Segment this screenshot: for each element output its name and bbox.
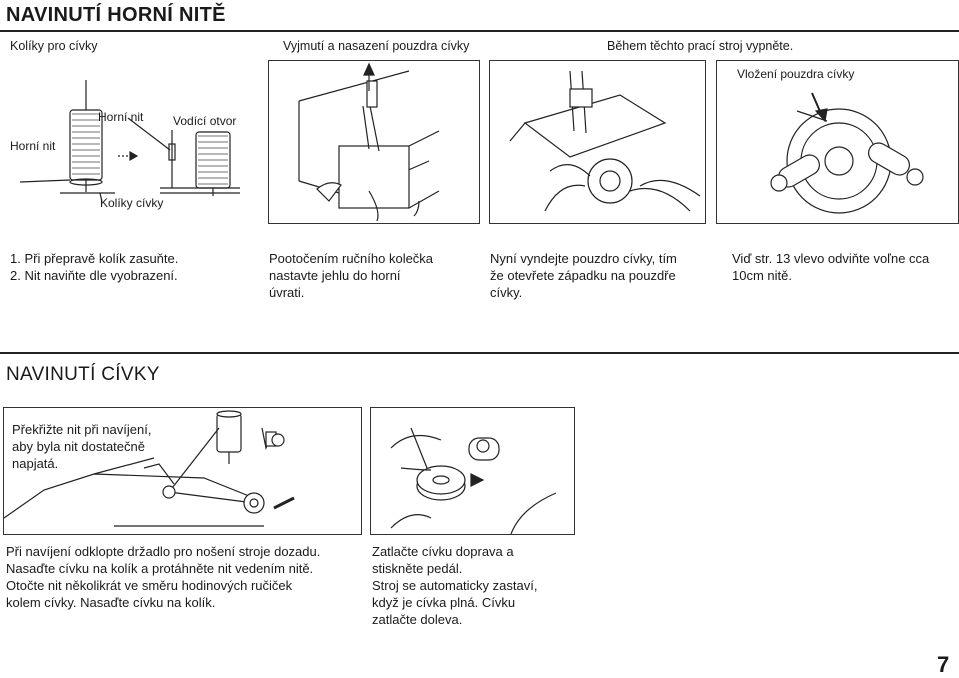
instructions-bobbin-pedal: Zatlačte cívku doprava a stiskněte pedál…: [372, 543, 572, 628]
instructions-handwheel: Pootočením ručního kolečka nastavte jehl…: [269, 250, 479, 301]
instruction-line: Otočte nit několikrát ve směru hodinovýc…: [6, 578, 293, 593]
instructions-spool-pins: 1. Při přepravě kolík zasuňte. 2. Nit na…: [10, 250, 260, 284]
instruction-line: Stroj se automaticky zastaví,: [372, 578, 538, 593]
title-underline: [0, 30, 959, 32]
instruction-line: 2. Nit naviňte dle vyobrazení.: [10, 268, 178, 283]
instruction-line: Pootočením ručního kolečka: [269, 251, 434, 266]
section-divider: [0, 352, 959, 354]
section-title-upper-thread: NAVINUTÍ HORNÍ NITĚ: [6, 4, 226, 26]
instruction-line: že otevřete západku na pouzdře: [490, 268, 676, 283]
instruction-line: Nyní vyndejte pouzdro cívky, tím: [490, 251, 677, 266]
note-cross-thread: Překřižte nit při navíjení, aby byla nit…: [12, 421, 151, 472]
bobbin-winding-thread-illustration: Překřižte nit při navíjení, aby byla nit…: [3, 407, 362, 535]
section-title-bobbin-winding: NAVINUTÍ CÍVKY: [6, 364, 160, 385]
label-insert-bobbin-case: Vložení pouzdra cívky: [737, 67, 855, 81]
label-upper-thread-top: Horní nit: [98, 110, 144, 124]
label-spool-pins: Kolíky cívky: [100, 196, 164, 210]
remove-bobbin-case-illustration: [489, 60, 706, 224]
insert-bobbin-case-illustration: Vložení pouzdra cívky: [716, 60, 959, 224]
instruction-line: cívky.: [490, 285, 523, 300]
bobbin-push-right-illustration: [370, 407, 575, 535]
instruction-line: kolem cívky. Nasaďte cívku na kolík.: [6, 595, 216, 610]
instructions-insert-case: Viď str. 13 vlevo odviňte voľne cca 10cm…: [732, 250, 957, 284]
handwheel-illustration: [268, 60, 480, 224]
caption-switch-off: Během těchto prací stroj vypněte.: [607, 39, 794, 53]
instruction-line: nastavte jehlu do horní: [269, 268, 401, 283]
label-upper-thread-left: Horní nit: [10, 139, 56, 153]
instructions-bobbin-winding: Při navíjení odklopte držadlo pro nošení…: [6, 543, 361, 611]
note-line: aby byla nit dostatečně: [12, 439, 145, 454]
instructions-remove-case: Nyní vyndejte pouzdro cívky, tím že otev…: [490, 250, 715, 301]
caption-spool-pins: Kolíky pro cívky: [10, 39, 98, 53]
spool-pin-illustration: Horní nit Vodící otvor Horní nit Kolíky …: [0, 60, 260, 220]
note-line: Překřižte nit při navíjení,: [12, 422, 152, 437]
note-line: napjatá.: [12, 456, 59, 471]
page-number: 7: [937, 652, 950, 677]
instruction-line: Nasaďte cívku na kolík a protáhněte nit …: [6, 561, 314, 576]
instruction-line: 10cm nitě.: [732, 268, 792, 283]
instruction-line: zatlačte doleva.: [372, 612, 463, 627]
caption-bobbin-case: Vyjmutí a nasazení pouzdra cívky: [283, 39, 470, 53]
instruction-line: Viď str. 13 vlevo odviňte voľne cca: [732, 251, 930, 266]
instruction-line: Při navíjení odklopte držadlo pro nošení…: [6, 544, 321, 559]
label-guide-hole: Vodící otvor: [173, 114, 237, 128]
instruction-line: když je cívka plná. Cívku: [372, 595, 516, 610]
instruction-line: úvrati.: [269, 285, 305, 300]
instruction-line: Zatlačte cívku doprava a: [372, 544, 514, 559]
instruction-line: 1. Při přepravě kolík zasuňte.: [10, 251, 179, 266]
instruction-line: stiskněte pedál.: [372, 561, 463, 576]
